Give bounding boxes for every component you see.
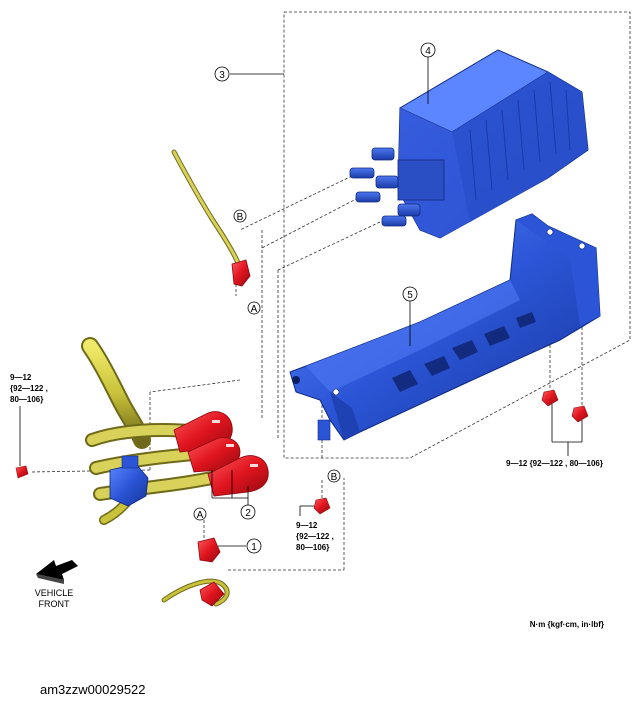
torque-spec-mid: 9—12 {92—122 , 80—106} bbox=[296, 521, 334, 552]
reference-a-upper-label: A bbox=[251, 304, 258, 315]
torque-right-text: 9—12 {92—122 , 80—106} bbox=[506, 459, 603, 468]
reference-a-lower-label: A bbox=[197, 510, 204, 521]
torque-spec-right: 9—12 {92—122 , 80—106} bbox=[506, 459, 603, 468]
callout-4: 4 bbox=[420, 42, 436, 58]
canister-bracket bbox=[289, 213, 601, 441]
callout-1-label: 1 bbox=[251, 542, 257, 553]
red-clip-upper bbox=[231, 259, 251, 287]
torque-mid-line-2: {92—122 , bbox=[296, 532, 334, 541]
bolt-right-2 bbox=[571, 405, 589, 423]
torque-left-line-1: 9—12 bbox=[10, 373, 32, 382]
torque-spec-left: 9—12 {92—122 , 80—106} bbox=[10, 373, 48, 466]
vehicle-front-line-2: FRONT bbox=[39, 599, 70, 609]
quick-connectors bbox=[173, 411, 269, 497]
callout-1: 1 bbox=[246, 538, 262, 554]
lower-hose bbox=[161, 578, 230, 607]
vehicle-front-indicator: VEHICLE FRONT bbox=[35, 560, 78, 609]
torque-left-line-2: {92—122 , bbox=[10, 384, 48, 393]
torque-mid-line-1: 9—12 bbox=[296, 521, 318, 530]
callout-5: 5 bbox=[402, 286, 418, 302]
red-clip-1 bbox=[197, 537, 225, 607]
callout-leader-lines bbox=[211, 56, 583, 547]
callout-2-label: 2 bbox=[245, 508, 251, 519]
reference-b-lower-label: B bbox=[331, 472, 338, 483]
bolt-mid bbox=[313, 497, 331, 515]
callout-2: 2 bbox=[240, 504, 256, 520]
charcoal-canister bbox=[349, 49, 589, 239]
torque-mid-line-3: 80—106} bbox=[296, 543, 329, 552]
callout-3-label: 3 bbox=[219, 70, 225, 81]
torque-units-note: N·m {kgf·cm, in·lbf} bbox=[530, 620, 604, 629]
bolt-right-1 bbox=[541, 389, 559, 407]
callout-3: 3 bbox=[214, 66, 230, 82]
reference-b-lower: B bbox=[327, 469, 341, 483]
upper-vent-hose bbox=[171, 149, 243, 271]
reference-a-upper: A bbox=[247, 301, 261, 315]
reference-a-lower: A bbox=[193, 507, 207, 521]
vehicle-front-line-1: VEHICLE bbox=[35, 588, 74, 598]
image-id: am3zzw00029522 bbox=[40, 682, 146, 697]
torque-left-line-3: 80—106} bbox=[10, 395, 43, 404]
callout-4-label: 4 bbox=[425, 46, 431, 57]
vehicle-front-arrow-icon bbox=[36, 560, 78, 580]
bolt-left bbox=[15, 465, 29, 479]
reference-b-upper-label: B bbox=[237, 212, 244, 223]
reference-b-upper: B bbox=[233, 209, 247, 223]
callout-5-label: 5 bbox=[407, 290, 413, 301]
